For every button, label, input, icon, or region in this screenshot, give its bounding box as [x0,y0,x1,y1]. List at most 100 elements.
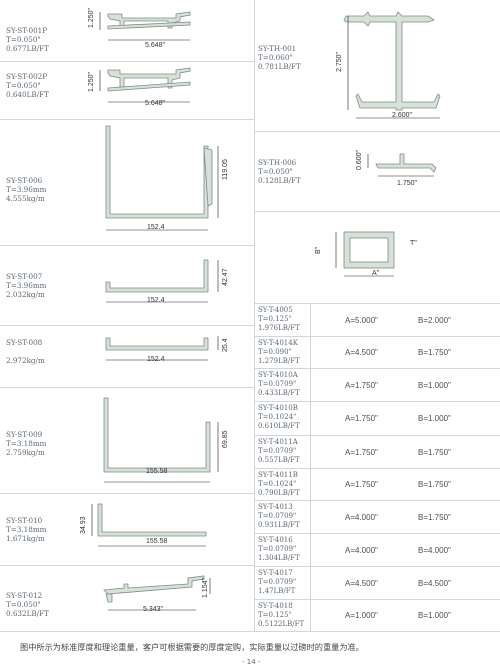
dim-height: 69.85 [222,430,229,448]
tube-row [255,469,500,501]
tube-dim-t: T" [410,240,417,247]
dim-width: 152.4 [147,356,165,363]
dim-width: 155.58 [146,468,168,475]
tube-label: SY-T-4010A T=0.0709" 0.433LB/FT [258,371,300,397]
profile-label: SY-ST-006 T=3.96mm 4.555kg/m [6,176,47,204]
tube-dim-b-value: B=1.750" [418,348,451,357]
tube-row [255,337,500,369]
tube-row [255,567,500,600]
tube-row-divider [310,304,311,337]
profile-label: SY-ST-002P T=0.050" 0.640LB/FT [6,72,49,100]
tube-label: SY-T-4014K T=0.090" 1.279LB/FT [258,339,300,365]
dim-width: 152.4 [147,224,165,231]
tube-row-divider [310,600,311,632]
profile-drawing [99,11,191,41]
dim-height: 1.250" [88,7,95,28]
tube-label: SY-T-4016 T=0.0709" 1.304LB/FT [258,536,300,562]
profile-drawing [343,11,441,119]
dim-width: 5.648" [145,100,166,107]
footnote: 图中所示为标准厚度和理论重量，客户可根据需要的厚度定购，实际重量以过磅时的重量为… [20,642,364,652]
tube-dim-a: A" [372,270,380,277]
dim-width: 5.343" [143,606,164,613]
tube-dim-a-value: A=4.500" [345,578,378,588]
tube-label: SY-T-4011B T=0.1024" 0.790LB/FT [258,471,300,497]
profile-row [0,120,254,246]
profile-label: SY-ST-008 2.972kg/m [6,338,45,366]
profile-row [255,0,500,132]
tube-row [255,369,500,402]
tube-dim-a-value: A=1.750" [345,480,378,489]
page-number: - 14 - [242,658,261,666]
tube-dim-a-value: A=4.000" [345,512,378,522]
tube-row-divider [310,402,311,436]
tube-label: SY-T-4005 T=0.125" 1.976LB/FT [258,306,300,332]
profile-row [255,132,500,212]
profile-label: SY-ST-007 T=3.96mm 2.032kg/m [6,272,47,300]
dim-height: 42.47 [222,268,229,286]
tube-row-divider [310,436,311,469]
profile-drawing [103,575,211,611]
profile-label: SY-ST-012 T=0.050" 0.632LB/FT [6,591,49,619]
dim-height: 1.154" [202,577,209,598]
profile-row [0,62,254,120]
tube-dim-a-value: A=1.750" [345,447,378,457]
tube-row [255,501,500,534]
tube-row-divider [310,469,311,501]
profile-label: SY-ST-001P T=0.050" 0.677LB/FT [6,26,49,54]
tube-dim-b-value: B=1.750" [418,447,451,457]
tube-dim-b: B" [315,246,322,254]
tube-dim-b-value: B=4.500" [418,578,451,588]
dim-height: 119.05 [222,159,229,180]
tube-row [255,534,500,567]
tube-row-divider [310,567,311,600]
tube-label: SY-T-4018 T=0.125" 0.5122LB/FT [258,602,305,628]
tube-row [255,436,500,469]
tube-dim-b-value: B=1.750" [418,512,451,522]
tube-dim-a-value: A=4.000" [345,545,378,555]
tube-label: SY-T-4017 T=0.0709" 1.47LB/FT [258,569,297,595]
tube-dim-b-value: B=1.000" [418,611,451,620]
dim-height: 34.93 [80,516,87,534]
tube-dim-a-value: A=5.000" [345,315,378,325]
dim-height: 25.4 [222,338,229,352]
profile-label: SY-TH-001 T=0.060" 0.781LB/FT [258,44,301,72]
profile-row [0,0,254,62]
dim-width: 1.750" [397,180,418,187]
tube-label: SY-T-4011A T=0.0709" 0.557LB/FT [258,438,300,464]
profile-drawing [367,153,437,177]
tube-dim-b-value: B=1.000" [418,414,451,423]
profile-row [0,566,254,632]
tube-label: SY-T-4013 T=0.0709" 0.931LB/FT [258,503,300,529]
profile-row [0,326,254,388]
tube-row-divider [310,337,311,369]
profile-drawing [105,336,219,361]
tube-dim-a-value: A=1.750" [345,380,378,390]
profile-row [0,388,254,494]
tube-dim-a-value: A=4.500" [345,348,378,357]
tube-row-divider [310,501,311,534]
dim-height: 2.750" [336,51,343,72]
profile-row [0,246,254,326]
tube-diagram [335,231,395,277]
tube-dim-b-value: B=1.000" [418,380,451,390]
dim-height: 0.600" [356,149,363,170]
dim-width: 152.4 [147,297,165,304]
profile-row [0,494,254,566]
tube-row [255,600,500,632]
dim-width: 5.648" [145,42,166,49]
profile-drawing [105,125,219,231]
tube-dim-b-value: B=2.000" [418,315,451,325]
tube-row-divider [310,534,311,567]
tube-dim-a-value: A=1.000" [345,611,378,620]
tube-diagram-cell [255,212,500,304]
dim-width: 2.600" [392,112,413,119]
tube-row-divider [310,369,311,402]
dim-height: 1.250" [88,71,95,92]
column-divider [254,0,255,632]
profile-label: SY-ST-009 T=3.18mm 2.759kg/m [6,430,47,458]
tube-dim-a-value: A=1.750" [345,414,378,423]
profile-drawing [103,397,219,483]
profile-drawing [91,503,207,547]
tube-dim-b-value: B=1.750" [418,480,451,489]
